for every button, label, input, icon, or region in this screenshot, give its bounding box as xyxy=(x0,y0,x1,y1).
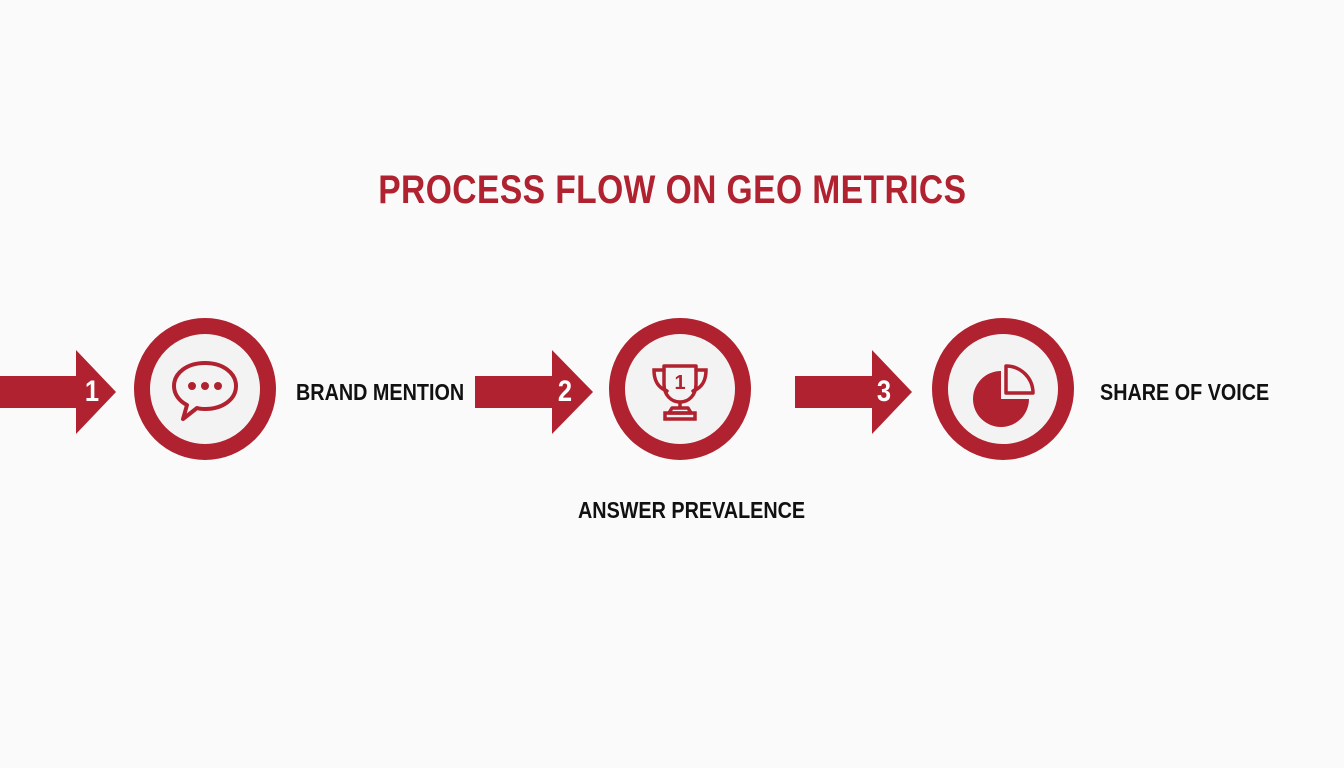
trophy-icon: 1 xyxy=(652,364,708,421)
step-arrow-1: 1 xyxy=(0,350,116,434)
arrow-shape xyxy=(0,350,116,434)
arrow-path xyxy=(475,350,593,434)
step-label-1: BRAND MENTION xyxy=(296,379,465,405)
speech-bubble-icon xyxy=(172,361,238,421)
step-circle-2: 1 xyxy=(609,318,751,460)
trophy-number: 1 xyxy=(674,372,685,394)
step-arrow-2: 2 xyxy=(475,350,593,434)
arrow-shape xyxy=(475,350,593,434)
arrow-shape xyxy=(795,350,912,434)
step-number: 3 xyxy=(876,375,892,408)
step-label-3: SHARE OF VOICE xyxy=(1100,379,1270,405)
step-label-2: ANSWER PREVALENCE xyxy=(578,497,806,523)
step-arrow-3: 3 xyxy=(795,350,912,434)
pie-chart-icon xyxy=(973,364,1035,427)
step-number: 1 xyxy=(84,375,100,408)
arrow-path xyxy=(795,350,912,434)
step-number: 2 xyxy=(557,375,573,408)
diagram-title: PROCESS FLOW ON GEO METRICS xyxy=(378,168,967,212)
step-circle-3 xyxy=(932,318,1074,460)
step-circle-1 xyxy=(134,318,276,460)
arrow-path xyxy=(0,350,116,434)
